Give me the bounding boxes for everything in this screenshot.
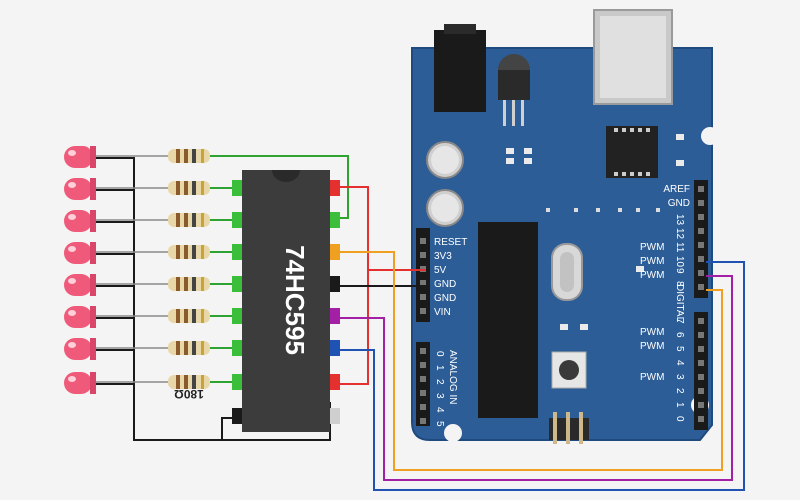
resistor xyxy=(168,341,210,355)
led-lead xyxy=(96,155,168,383)
analog-pin-number: 3 xyxy=(434,393,445,399)
led xyxy=(64,178,96,200)
resistor xyxy=(168,309,210,323)
analog-pin-number: 4 xyxy=(434,407,445,413)
led xyxy=(64,338,96,360)
digital-pin-number: 5 xyxy=(674,346,685,352)
digital-pin-number: 8 xyxy=(674,281,685,287)
power-pin-label: 3V3 xyxy=(434,251,452,262)
oe-ground-wire xyxy=(221,417,236,440)
pwm-label: PWM xyxy=(640,372,664,383)
digital-pin-number: 2 xyxy=(674,388,685,394)
analog-pin-number: 1 xyxy=(434,365,445,371)
analog-in-label: ANALOG IN xyxy=(447,350,458,404)
led xyxy=(64,306,96,328)
chip-notch xyxy=(272,170,300,182)
digital-pin-number: 7 xyxy=(674,318,685,324)
digital-pin-number: 3 xyxy=(674,374,685,380)
resistor xyxy=(168,277,210,291)
digital-label: DIGITAL xyxy=(674,284,685,323)
digital-pin-number: 9 xyxy=(674,268,685,274)
power-pin-label: VIN xyxy=(434,307,451,318)
power-pin-label: 5V xyxy=(434,265,447,276)
resistor xyxy=(168,375,210,389)
digital-pin-number: 13 xyxy=(674,214,685,226)
arduino-board xyxy=(411,9,719,444)
digital-pin-number: 12 xyxy=(674,228,685,240)
analog-pin-number: 5 xyxy=(434,421,445,427)
resistor-value-label: 180Ω xyxy=(174,387,204,401)
digital-pin-number: 1 xyxy=(674,402,685,408)
digital-pin-number: 11 xyxy=(674,242,685,253)
led xyxy=(64,210,96,232)
led xyxy=(64,242,96,264)
digital-pin-number: 6 xyxy=(674,332,685,338)
pwm-label: PWM xyxy=(640,327,664,338)
aref-label: AREF xyxy=(663,184,690,195)
digital-header-bottom: 7 6 5 4 3 2 1 0 PWM PWM PWM xyxy=(640,312,708,430)
digital-pin-number: 10 xyxy=(674,256,685,268)
pwm-label: PWM xyxy=(640,256,664,267)
output-wires xyxy=(210,187,236,383)
pwm-label: PWM xyxy=(640,242,664,253)
led xyxy=(64,372,96,394)
power-jack xyxy=(434,30,486,112)
shift-register-chip: 74HC595 xyxy=(232,170,340,432)
voltage-regulator xyxy=(498,70,530,100)
digital-pin-number: 4 xyxy=(674,360,685,366)
usb-chip xyxy=(606,126,658,178)
analog-pin-number: 2 xyxy=(434,379,445,385)
digital-header-top: AREF GND 13 12 11 10 9 8 DIGITAL PWM PWM… xyxy=(640,180,708,323)
power-pin-label: RESET xyxy=(434,237,467,248)
power-pin-label: GND xyxy=(434,293,456,304)
resistor-column: 180Ω xyxy=(168,149,210,401)
microcontroller-chip xyxy=(488,222,528,418)
resistor xyxy=(168,181,210,195)
pwm-label: PWM xyxy=(640,341,664,352)
clock-wire xyxy=(340,261,745,491)
resistor xyxy=(168,213,210,227)
power-pin-label: GND xyxy=(434,279,456,290)
latch-wire xyxy=(340,251,723,471)
led-column xyxy=(64,146,96,394)
digital-pin-number: 0 xyxy=(674,416,685,422)
led-ground-wire xyxy=(96,189,134,385)
resistor xyxy=(168,149,210,163)
resistor xyxy=(168,245,210,259)
chip-label: 74HC595 xyxy=(280,245,310,355)
analog-pin-number: 0 xyxy=(434,351,445,357)
analog-header: 0 1 2 3 4 5 ANALOG IN xyxy=(416,342,458,427)
led xyxy=(64,274,96,296)
chip-body xyxy=(242,170,330,432)
pwm-label: PWM xyxy=(640,270,664,281)
data-wire xyxy=(340,275,733,481)
gnd-label: GND xyxy=(668,198,690,209)
